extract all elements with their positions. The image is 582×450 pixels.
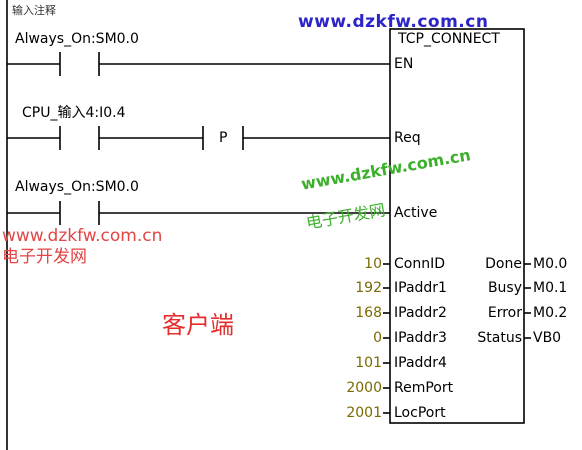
pin-req: Req bbox=[394, 130, 421, 146]
pin-busy: Busy bbox=[487, 280, 522, 296]
value-ipaddr1[interactable]: 192 bbox=[355, 280, 382, 296]
value-connid[interactable]: 10 bbox=[364, 256, 382, 272]
client-annotation: 客户端 bbox=[162, 311, 234, 339]
value-locport[interactable]: 2001 bbox=[346, 405, 382, 421]
pin-ipaddr3: IPaddr3 bbox=[394, 330, 447, 346]
contact-label-always-on-1: Always_On:SM0.0 bbox=[15, 31, 139, 47]
pin-error: Error bbox=[487, 305, 522, 321]
pin-done: Done bbox=[485, 256, 522, 272]
value-ipaddr2[interactable]: 168 bbox=[355, 305, 382, 321]
edge-detector-label: P bbox=[219, 130, 228, 146]
pin-status: Status bbox=[477, 330, 522, 346]
value-ipaddr3[interactable]: 0 bbox=[373, 330, 382, 346]
network-comment[interactable]: 输入注释 bbox=[12, 4, 56, 17]
contact-always-on-2[interactable] bbox=[7, 201, 390, 225]
value-error[interactable]: M0.2 bbox=[533, 305, 568, 321]
pin-ipaddr1: IPaddr1 bbox=[394, 280, 447, 296]
block-title: TCP_CONNECT bbox=[398, 31, 500, 47]
pin-connid: ConnID bbox=[394, 256, 445, 272]
watermark-left-url: www.dzkfw.com.cn bbox=[2, 226, 163, 246]
value-busy[interactable]: M0.1 bbox=[533, 280, 568, 296]
pin-locport: LocPort bbox=[394, 405, 446, 421]
pin-remport: RemPort bbox=[394, 380, 454, 396]
contact-always-on-1[interactable] bbox=[7, 52, 390, 76]
contact-cpu-input4[interactable] bbox=[7, 126, 203, 150]
watermark-left-cn: 电子开发网 bbox=[2, 247, 87, 267]
pin-ipaddr4: IPaddr4 bbox=[394, 355, 447, 371]
contact-label-cpu-input4: CPU_输入4:I0.4 bbox=[22, 105, 126, 121]
pin-en: EN bbox=[394, 56, 414, 72]
pin-active: Active bbox=[394, 205, 438, 221]
value-status[interactable]: VB0 bbox=[533, 330, 562, 346]
tcp-connect-block[interactable] bbox=[389, 28, 525, 424]
pin-ipaddr2: IPaddr2 bbox=[394, 305, 447, 321]
contact-label-always-on-2: Always_On:SM0.0 bbox=[15, 179, 139, 195]
value-remport[interactable]: 2000 bbox=[346, 380, 382, 396]
positive-edge-contact[interactable] bbox=[202, 126, 390, 150]
watermark-top-url: www.dzkfw.com.cn bbox=[298, 12, 489, 32]
value-ipaddr4[interactable]: 101 bbox=[355, 355, 382, 371]
value-done[interactable]: M0.0 bbox=[533, 256, 568, 272]
